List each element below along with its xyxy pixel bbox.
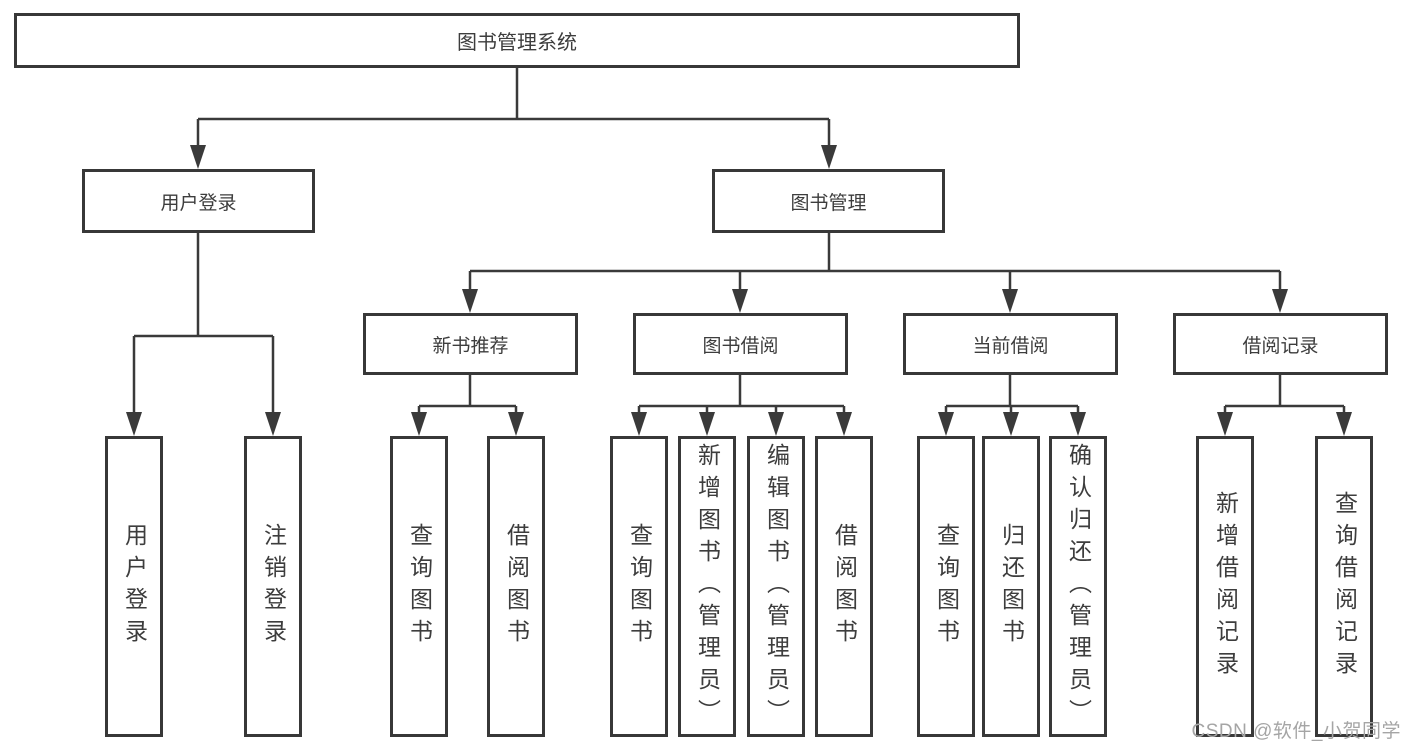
arrowhead <box>1217 412 1233 436</box>
connector-recommend-to-leaves <box>411 375 524 436</box>
arrowhead <box>821 145 837 169</box>
leaf-borrow-query-books: 查询图书 <box>610 436 668 737</box>
node-book-management: 图书管理 <box>712 169 945 233</box>
leaf-user-login: 用户登录 <box>105 436 163 737</box>
node-user-login: 用户登录 <box>82 169 315 233</box>
csdn-watermark: CSDN @软件_小贺同学 <box>1191 721 1401 742</box>
leaf-logout: 注销登录 <box>244 436 302 737</box>
leaf-current-query-books: 查询图书 <box>917 436 975 737</box>
node-new-book-recommend-label: 新书推荐 <box>432 335 509 357</box>
leaf-records-add-record-label: 新增借阅记录 <box>1212 490 1239 683</box>
leaf-borrow-add-books-admin-label: 新增图书（管理员） <box>694 442 721 731</box>
connector-records-to-leaves <box>1217 375 1352 436</box>
connector-user-login-to-leaves <box>126 233 281 436</box>
leaf-current-return-books-label: 归还图书 <box>998 522 1025 651</box>
leaf-user-login-label: 用户登录 <box>121 522 148 651</box>
node-user-login-label: 用户登录 <box>160 192 237 214</box>
node-current-borrow: 当前借阅 <box>903 313 1118 375</box>
leaf-records-query-record-label: 查询借阅记录 <box>1331 490 1358 683</box>
connector-borrow-to-leaves <box>631 375 852 436</box>
node-book-borrow: 图书借阅 <box>633 313 848 375</box>
arrowhead <box>836 412 852 436</box>
leaf-borrow-borrow-books-label: 借阅图书 <box>831 522 858 651</box>
leaf-current-confirm-return-admin-label: 确认归还（管理员） <box>1065 442 1092 731</box>
leaf-current-query-books-label: 查询图书 <box>933 522 960 651</box>
leaf-borrow-add-books-admin: 新增图书（管理员） <box>678 436 736 737</box>
arrowhead <box>1272 289 1288 313</box>
node-new-book-recommend: 新书推荐 <box>363 313 578 375</box>
arrowhead <box>699 412 715 436</box>
leaf-borrow-borrow-books: 借阅图书 <box>815 436 873 737</box>
node-book-management-label: 图书管理 <box>790 192 867 214</box>
arrowhead <box>768 412 784 436</box>
node-root-label: 图书管理系统 <box>457 32 577 54</box>
arrowhead <box>190 145 206 169</box>
connector-current-to-leaves <box>938 375 1086 436</box>
arrowhead <box>411 412 427 436</box>
leaf-records-add-record: 新增借阅记录 <box>1196 436 1254 737</box>
leaf-logout-label: 注销登录 <box>260 522 287 651</box>
arrowhead <box>1003 412 1019 436</box>
leaf-borrow-edit-books-admin: 编辑图书（管理员） <box>747 436 805 737</box>
leaf-recommend-query-books: 查询图书 <box>390 436 448 737</box>
leaf-records-query-record: 查询借阅记录 <box>1315 436 1373 737</box>
connector-book-management-to-level3 <box>462 233 1288 313</box>
leaf-recommend-borrow-books: 借阅图书 <box>487 436 545 737</box>
node-borrow-records: 借阅记录 <box>1173 313 1388 375</box>
leaf-current-return-books: 归还图书 <box>982 436 1040 737</box>
arrowhead <box>508 412 524 436</box>
leaf-recommend-borrow-books-label: 借阅图书 <box>503 522 530 651</box>
connector-root-to-level2 <box>190 68 837 169</box>
leaf-borrow-edit-books-admin-label: 编辑图书（管理员） <box>763 442 790 731</box>
arrowhead <box>1002 289 1018 313</box>
leaf-borrow-query-books-label: 查询图书 <box>626 522 653 651</box>
arrowhead <box>631 412 647 436</box>
node-book-borrow-label: 图书借阅 <box>702 335 779 357</box>
arrowhead <box>938 412 954 436</box>
node-root: 图书管理系统 <box>14 13 1020 68</box>
arrowhead <box>1336 412 1352 436</box>
leaf-current-confirm-return-admin: 确认归还（管理员） <box>1049 436 1107 737</box>
arrowhead <box>1070 412 1086 436</box>
arrowhead <box>265 412 281 436</box>
leaf-recommend-query-books-label: 查询图书 <box>406 522 433 651</box>
node-borrow-records-label: 借阅记录 <box>1242 335 1319 357</box>
arrowhead <box>732 289 748 313</box>
node-current-borrow-label: 当前借阅 <box>972 335 1049 357</box>
arrowhead <box>126 412 142 436</box>
arrowhead <box>462 289 478 313</box>
